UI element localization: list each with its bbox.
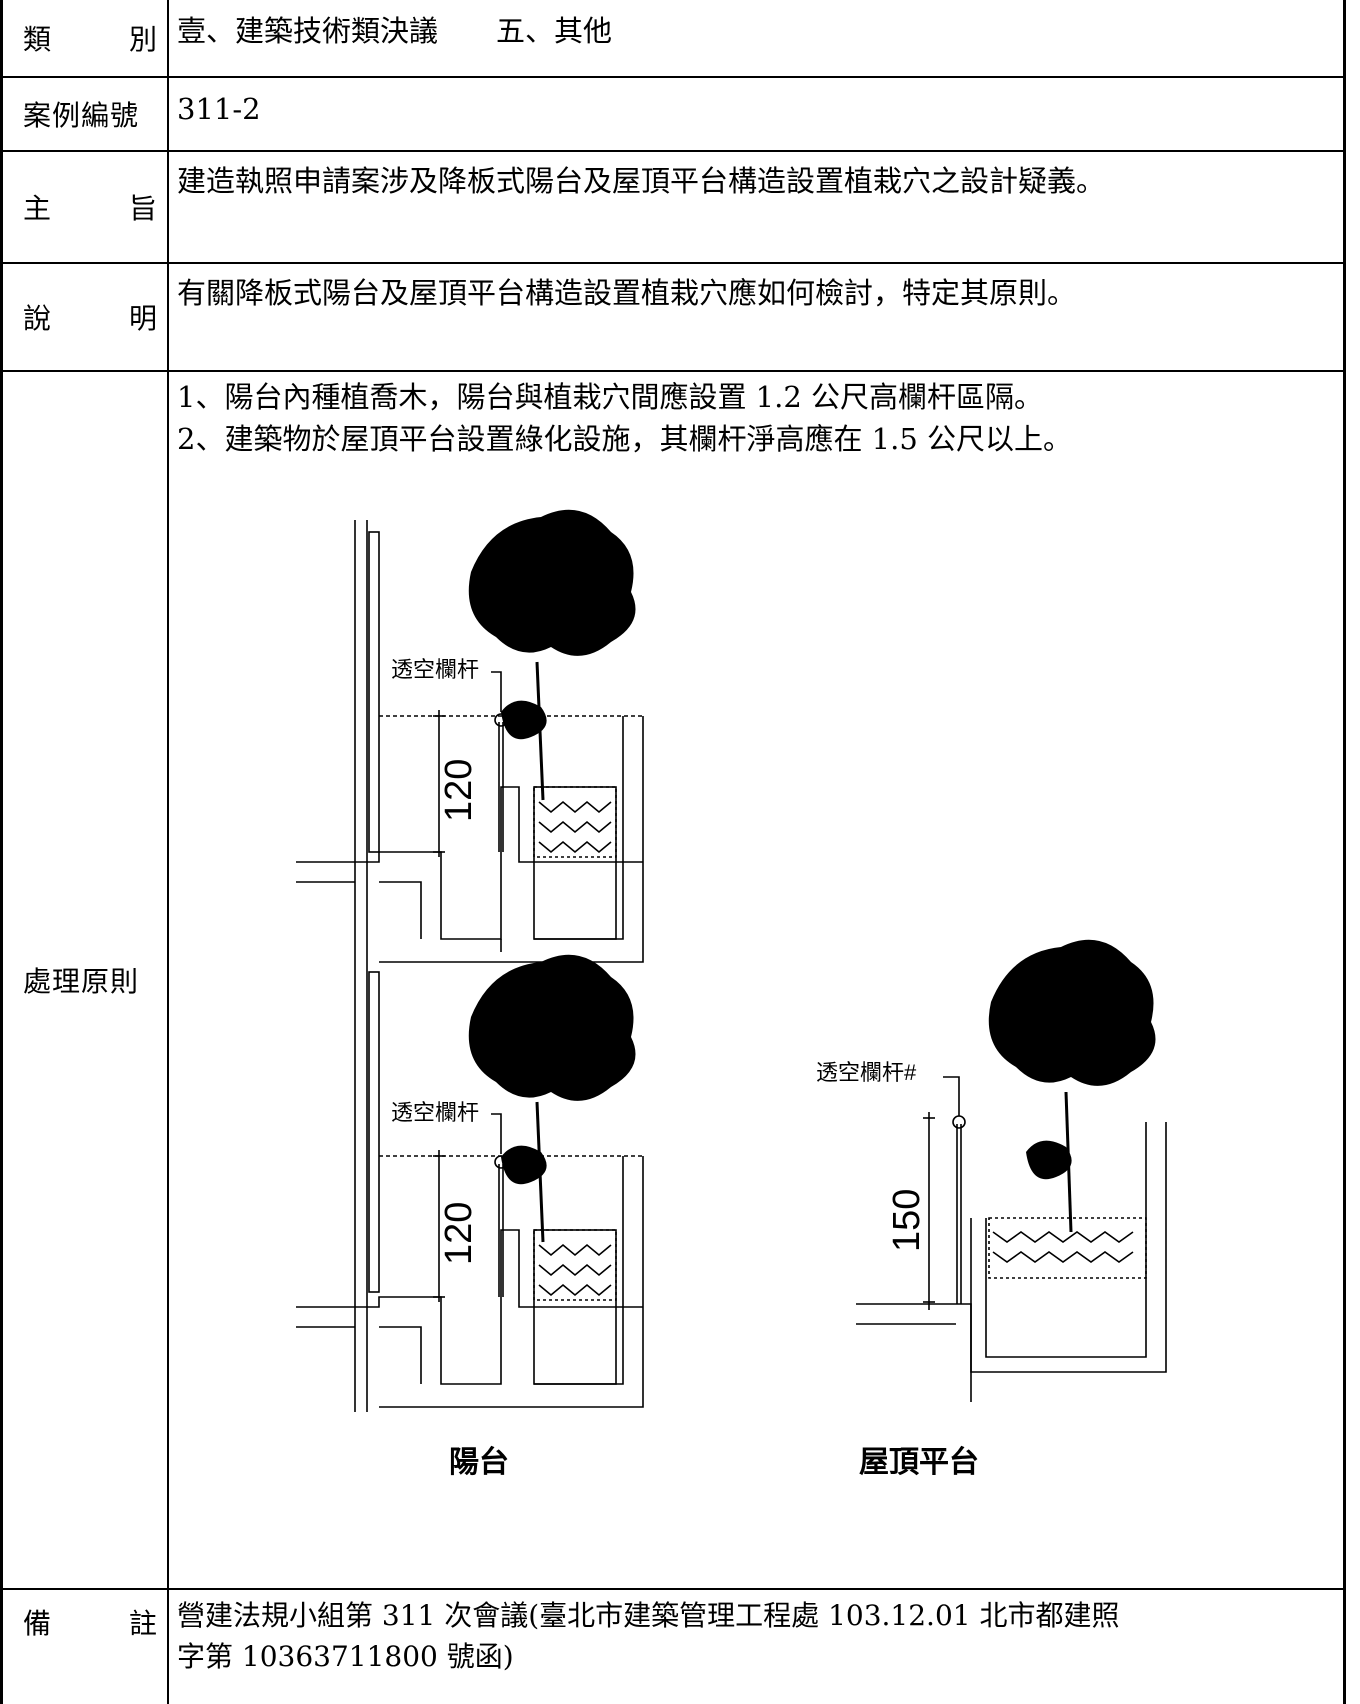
label-explanation-char1: 說 [23,302,52,335]
row-subject: 主 旨 建造執照申請案涉及降板式陽台及屋頂平台構造設置植栽穴之設計疑義。 [3,150,1343,262]
railing-label-1: 透空欄杆 [391,657,479,682]
label-subject-char2: 旨 [128,192,157,225]
row-category: 類 別 壹、建築技術類決議 五、其他 [3,0,1343,76]
case-number-text: 311-2 [177,92,261,126]
remarks-value: 營建法規小組第 311 次會議(臺北市建築管理工程處 103.12.01 北市都… [171,1590,1343,1704]
label-case-number-text: 案例編號 [23,99,140,132]
lower-balcony-section [296,1113,644,1408]
case-number-value: 311-2 [171,78,1343,150]
tree-icon [468,954,636,1243]
principle-line-1: 1、陽台內種植喬木，陽台與植栽穴間應設置 1.2 公尺高欄杆區隔。 [177,380,1044,414]
roof-terrace-section [856,1076,1167,1402]
subject-value: 建造執照申請案涉及降板式陽台及屋頂平台構造設置植栽穴之設計疑義。 [171,152,1343,262]
label-principle-text: 處理原則 [23,965,140,998]
label-remarks-char2: 註 [128,1607,157,1640]
section-diagram: 透空欄杆 透空欄杆 透空欄杆# 120 120 150 陽台 屋頂平台 [296,509,1167,1480]
remarks-line-1: 營建法規小組第 311 次會議(臺北市建築管理工程處 103.12.01 北市都… [177,1599,1120,1632]
label-category-char1: 類 [23,23,52,56]
label-principle: 處理原則 [3,372,169,1588]
category-value: 壹、建築技術類決議 五、其他 [171,0,1343,76]
dimension-label-3: 150 [886,1189,928,1252]
row-case-number: 案例編號 311-2 [3,76,1343,150]
row-principle: 處理原則 1、陽台內種植喬木，陽台與植栽穴間應設置 1.2 公尺高欄杆區隔。 2… [3,370,1343,1588]
label-subject: 主 旨 [3,152,169,262]
tree-icons [468,509,1156,1243]
caption-roof-terrace: 屋頂平台 [859,1445,979,1480]
caption-balcony: 陽台 [449,1445,509,1480]
principle-line-2: 2、建築物於屋頂平台設置綠化設施，其欄杆淨高應在 1.5 公尺以上。 [177,422,1073,457]
category-text: 壹、建築技術類決議 五、其他 [177,14,613,48]
label-explanation: 說 明 [3,264,169,370]
row-explanation: 說 明 有關降板式陽台及屋頂平台構造設置植栽穴應如何檢討，特定其原則。 [3,262,1343,370]
tree-icon [468,509,636,801]
principle-value: 1、陽台內種植喬木，陽台與植栽穴間應設置 1.2 公尺高欄杆區隔。 2、建築物於… [171,372,1343,1588]
railing-label-3: 透空欄杆# [816,1060,917,1085]
explanation-text: 有關降板式陽台及屋頂平台構造設置植栽穴應如何檢討，特定其原則。 [177,276,1077,310]
label-case-number: 案例編號 [3,78,169,150]
label-explanation-char2: 明 [128,302,157,335]
label-remarks: 備 註 [3,1590,169,1704]
upper-balcony-section [296,671,644,963]
dimension-label-1: 120 [438,759,480,822]
row-remarks: 備 註 營建法規小組第 311 次會議(臺北市建築管理工程處 103.12.01… [3,1588,1343,1704]
subject-text: 建造執照申請案涉及降板式陽台及屋頂平台構造設置植栽穴之設計疑義。 [177,164,1106,198]
railing-label-2: 透空欄杆 [391,1100,479,1125]
facade-wall [354,520,380,1412]
remarks-line-2: 字第 10363711800 號函) [177,1639,514,1673]
label-category: 類 別 [3,0,169,76]
label-remarks-char1: 備 [23,1607,52,1640]
label-subject-char1: 主 [23,192,52,225]
label-category-char2: 別 [128,23,157,56]
explanation-value: 有關降板式陽台及屋頂平台構造設置植栽穴應如何檢討，特定其原則。 [171,264,1343,370]
tree-icon [988,939,1156,1233]
dimension-label-2: 120 [438,1202,480,1265]
